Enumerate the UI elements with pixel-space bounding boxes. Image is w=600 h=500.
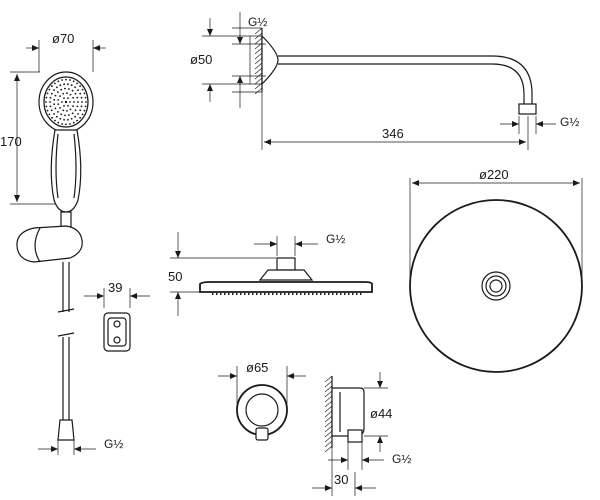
dim-outlet-diameter: ø65 <box>246 360 268 375</box>
dim-handshower-diameter: ø70 <box>52 31 74 46</box>
wall-elbow-side: ø44 G½ 30 <box>312 372 411 496</box>
wall-bracket <box>16 225 83 263</box>
dim-elbow-diameter: ø44 <box>370 406 392 421</box>
hand-shower: ø70 170 G½ <box>0 31 123 455</box>
dim-hose-thread: G½ <box>104 437 123 451</box>
head-shower: G½ 50 <box>168 232 373 316</box>
dim-head-thread: G½ <box>326 232 345 246</box>
plate-outline <box>409 199 583 373</box>
elbow-body <box>331 387 365 437</box>
head-connector <box>276 257 296 271</box>
dim-arm-inlet-thread: G½ <box>248 15 267 29</box>
head-plate: ø220 <box>409 167 583 373</box>
dim-arm-outlet-thread: G½ <box>560 115 579 129</box>
hand-shower-nozzles <box>45 78 87 126</box>
head-disc <box>199 281 373 293</box>
wall-hatch-elbow <box>324 375 333 453</box>
dim-arm-length: 346 <box>382 126 404 141</box>
arm-outlet-nut <box>518 103 537 115</box>
bracket-block <box>103 312 131 352</box>
arm-flange <box>261 34 279 86</box>
wall-outlet-front: ø65 <box>218 360 306 441</box>
bracket-detail: 39 <box>84 280 150 352</box>
dim-elbow-depth: 30 <box>334 472 348 487</box>
head-spray-holes <box>212 293 362 295</box>
dim-bracket-width: 39 <box>108 280 122 295</box>
hose-nut <box>57 419 75 441</box>
dim-elbow-thread: G½ <box>392 452 411 466</box>
dim-plate-diameter: ø220 <box>479 167 509 182</box>
dim-arm-flange-diameter: ø50 <box>190 52 212 67</box>
dim-handshower-height: 170 <box>0 134 22 149</box>
shower-arm: G½ ø50 346 G½ <box>190 12 579 150</box>
dim-head-height: 50 <box>168 269 182 284</box>
